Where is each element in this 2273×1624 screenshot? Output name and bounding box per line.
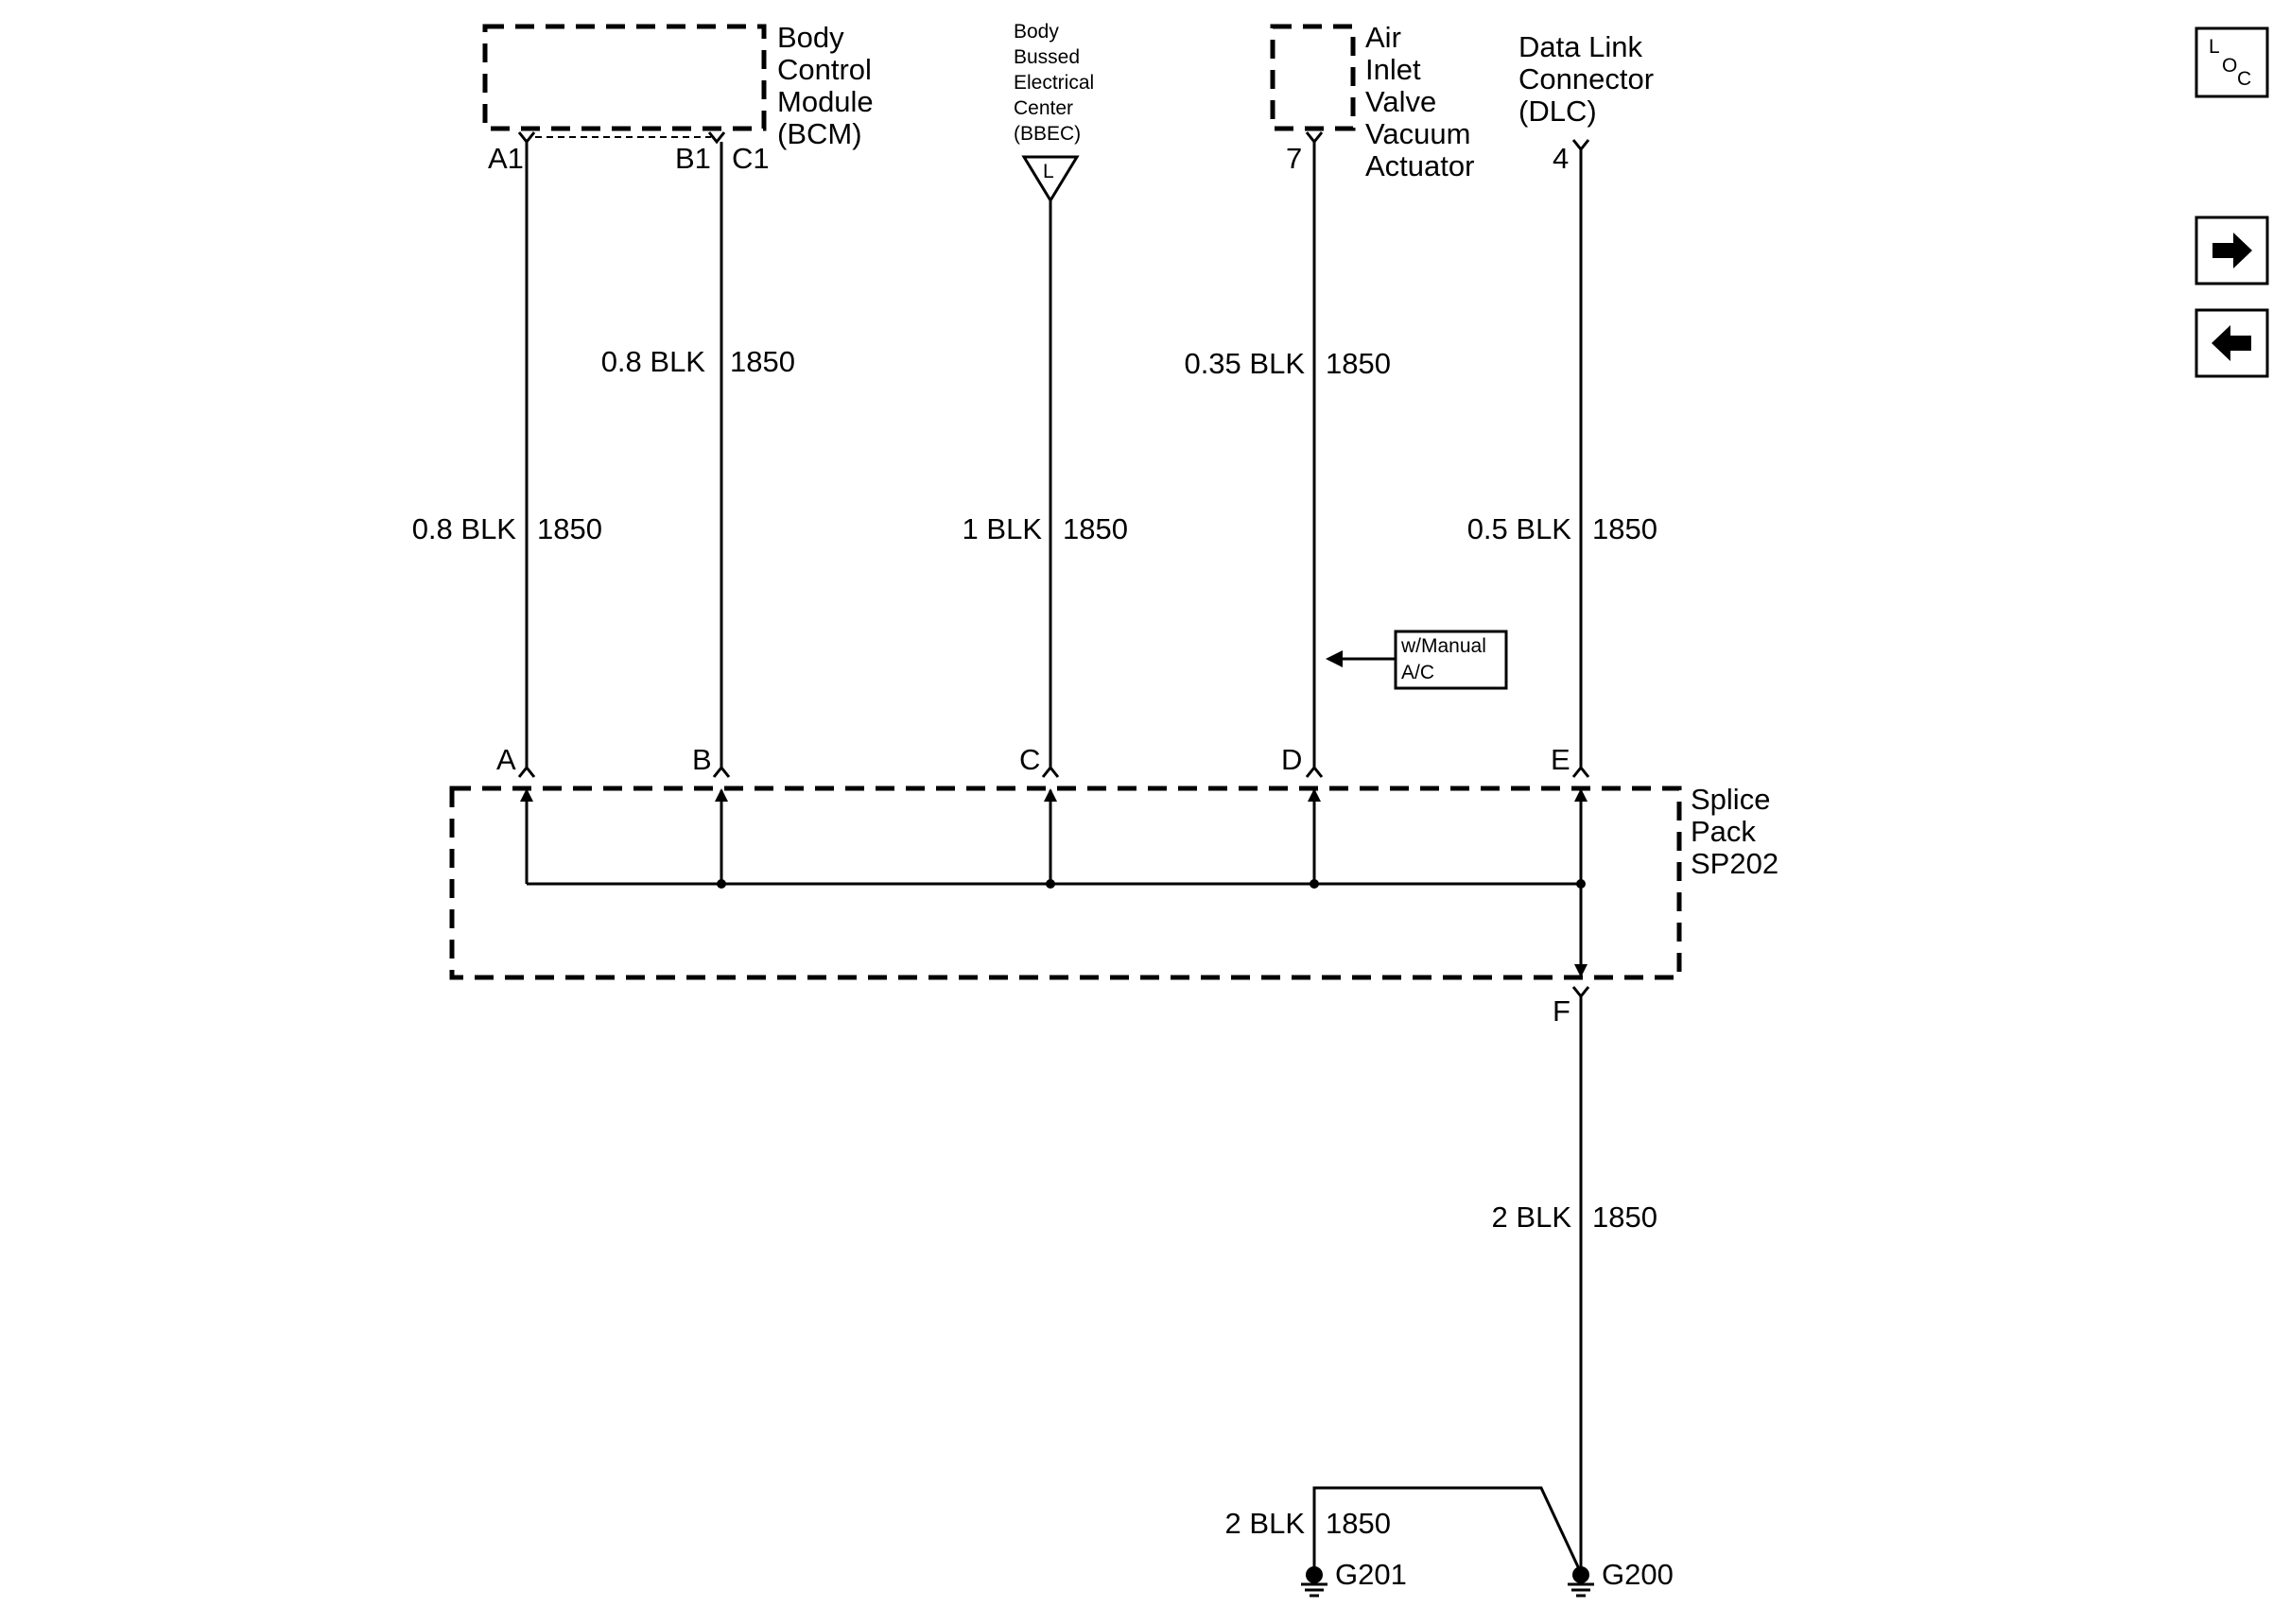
wire-ground-g201	[1312, 1486, 1583, 1574]
wire-a-size: 0.8 BLK	[412, 512, 517, 545]
left-arrow-icon	[2212, 325, 2251, 361]
air-inlet-label-3: Valve	[1365, 85, 1436, 118]
dlc-label-3: (DLC)	[1518, 95, 1597, 128]
wire-c-size: 1 BLK	[963, 512, 1043, 545]
bbec-label-1: Body	[1014, 21, 1059, 43]
ground-g200: G200	[1568, 1558, 1674, 1598]
wire-b-size: 0.8 BLK	[601, 345, 706, 378]
bcm-component: Body Control Module (BCM) A1 B1 C1	[482, 21, 874, 175]
splice-label-2: Pack	[1691, 815, 1756, 848]
pin-a1-connector	[517, 131, 536, 145]
wire-ground-main-size: 2 BLK	[1492, 1201, 1572, 1234]
bbec-label-2: Bussed	[1014, 46, 1080, 68]
air-inlet-label-2: Inlet	[1365, 53, 1421, 86]
splice-node-d	[1310, 879, 1319, 889]
splice-connector-c	[1041, 765, 1060, 778]
option-note-arrowhead	[1326, 650, 1343, 667]
component-locator-button[interactable]: L O C	[2195, 26, 2269, 98]
pin-a1: A1	[488, 142, 524, 175]
splice-node-e	[1576, 879, 1586, 889]
pin-c1: C1	[732, 142, 770, 175]
wire-ground-g201-circuit: 1850	[1326, 1507, 1391, 1540]
wire-d-circuit: 1850	[1326, 347, 1391, 380]
pin-b: B	[692, 743, 712, 776]
splice-label-3: SP202	[1691, 847, 1778, 880]
wire-c-circuit: 1850	[1063, 512, 1128, 545]
splice-connector-b	[712, 765, 731, 778]
bbec-label-4: Center	[1014, 97, 1073, 119]
previous-page-button[interactable]	[2195, 308, 2269, 378]
splice-connector-a	[517, 765, 536, 778]
ground-g200-node	[1572, 1566, 1589, 1583]
splice-label-1: Splice	[1691, 783, 1770, 816]
ground-g200-symbol	[1568, 1582, 1594, 1598]
splice-arrow-a	[520, 788, 533, 802]
locator-letter-l: L	[2209, 36, 2220, 58]
pin-b1-connector	[707, 131, 726, 145]
pin-7: 7	[1286, 142, 1302, 175]
splice-arrow-c	[1044, 788, 1057, 802]
bcm-label-1: Body	[777, 21, 844, 54]
pin-7-connector	[1305, 131, 1324, 145]
dlc-label-2: Connector	[1518, 62, 1654, 95]
bcm-label-2: Control	[777, 53, 872, 86]
locator-letter-o: O	[2222, 55, 2237, 77]
pin-d: D	[1281, 743, 1302, 776]
pin-f: F	[1553, 994, 1570, 1028]
next-page-button[interactable]	[2195, 216, 2269, 285]
splice-outline	[449, 786, 1682, 980]
pin-e: E	[1551, 743, 1570, 776]
pin-c: C	[1019, 743, 1040, 776]
splice-connector-e	[1571, 765, 1590, 778]
air-inlet-label-1: Air	[1365, 21, 1401, 54]
wire-ground-g201-size: 2 BLK	[1225, 1507, 1306, 1540]
pin-4: 4	[1553, 142, 1569, 175]
air-inlet-label-4: Vacuum	[1365, 117, 1470, 150]
bcm-label-4: (BCM)	[777, 117, 862, 150]
air-inlet-component: Air Inlet Valve Vacuum Actuator 7	[1270, 21, 1474, 182]
splice-arrow-d	[1308, 788, 1321, 802]
splice-node-c	[1046, 879, 1055, 889]
bbec-component: Body Bussed Electrical Center (BBEC) L	[1014, 21, 1094, 203]
splice-connector-f	[1571, 986, 1590, 999]
splice-connector-d	[1305, 765, 1324, 778]
bcm-outline	[482, 24, 767, 131]
wire-e-size: 0.5 BLK	[1467, 512, 1572, 545]
splice-node-b	[717, 879, 726, 889]
locator-letter-c: C	[2237, 68, 2251, 90]
pin-b1: B1	[675, 142, 711, 175]
pin-4-connector	[1571, 139, 1590, 152]
option-note-box	[1394, 630, 1508, 690]
component-locator-frame	[2195, 26, 2269, 98]
ground-g201-label: G201	[1335, 1558, 1407, 1591]
bcm-label-3: Module	[777, 85, 874, 118]
wire-a-circuit: 1850	[537, 512, 602, 545]
pin-a: A	[496, 743, 516, 776]
wire-d-size: 0.35 BLK	[1184, 347, 1305, 380]
splice-arrow-e	[1574, 788, 1588, 802]
bbec-terminal-triangle	[1021, 155, 1080, 203]
wire-b-circuit: 1850	[730, 345, 795, 378]
option-note-line-2: A/C	[1401, 662, 1434, 683]
dlc-label-1: Data Link	[1518, 30, 1642, 63]
bbec-terminal-letter: L	[1043, 161, 1054, 182]
ground-g201-symbol	[1301, 1582, 1327, 1598]
splice-arrow-b	[715, 788, 728, 802]
wire-ground-main-circuit: 1850	[1592, 1201, 1657, 1234]
air-inlet-label-5: Actuator	[1365, 149, 1474, 182]
air-inlet-outline	[1270, 24, 1356, 131]
splice-arrow-f	[1574, 964, 1588, 977]
bbec-label-3: Electrical	[1014, 72, 1094, 94]
wire-e-circuit: 1850	[1592, 512, 1657, 545]
option-note-line-1: w/Manual	[1400, 635, 1486, 657]
option-note: w/Manual A/C	[1326, 630, 1508, 690]
dlc-component: Data Link Connector (DLC) 4	[1518, 30, 1654, 175]
splice-pack: A B C D E Splice Pack SP202 F	[449, 743, 1778, 1028]
bbec-label-5: (BBEC)	[1014, 123, 1081, 145]
ground-g201: G201	[1301, 1558, 1407, 1598]
right-arrow-icon	[2212, 233, 2252, 268]
ground-g201-node	[1306, 1566, 1323, 1583]
ground-g200-label: G200	[1602, 1558, 1674, 1591]
